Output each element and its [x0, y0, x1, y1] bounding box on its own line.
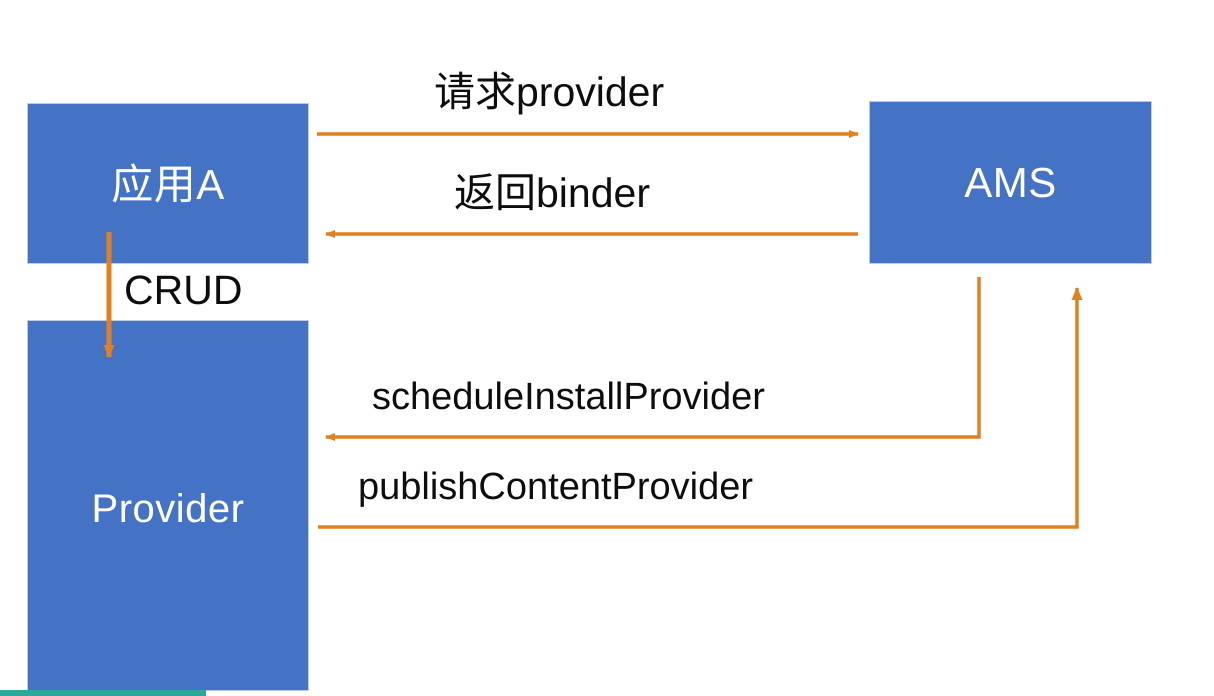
node-provider[interactable]: Provider [27, 320, 309, 691]
edge-label-return-binder: 返回binder [454, 170, 650, 216]
node-ams-label: AMS [964, 158, 1057, 206]
node-ams[interactable]: AMS [869, 101, 1152, 264]
node-provider-label: Provider [91, 487, 245, 531]
edge-label-schedule-install-provider: scheduleInstallProvider [372, 376, 765, 418]
edge-label-request-provider: 请求provider [434, 69, 665, 115]
edge-label-crud: CRUD [124, 267, 243, 313]
node-app-a-label: 应用A [111, 161, 225, 208]
node-app-a[interactable]: 应用A [27, 103, 309, 264]
edge-label-publish-content-provider: publishContentProvider [358, 466, 754, 508]
bottom-accent-bar [0, 690, 206, 696]
